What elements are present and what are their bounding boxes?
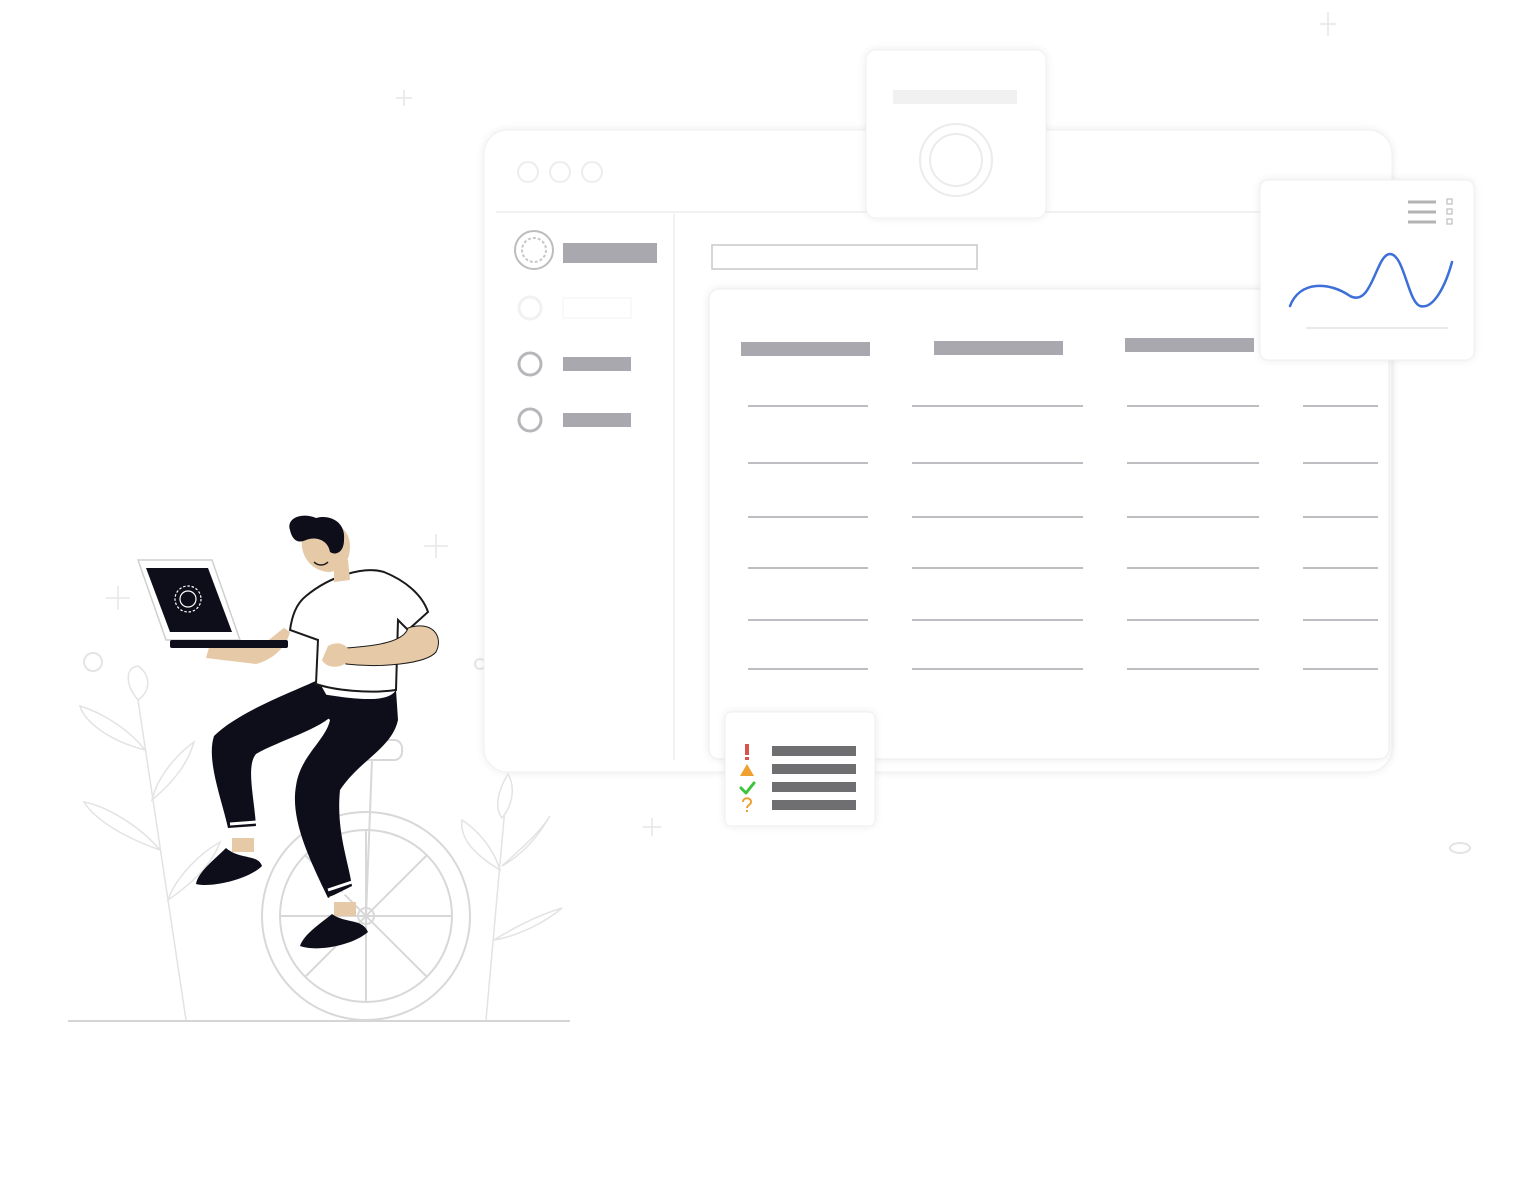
logo-label <box>563 243 657 263</box>
question-mark-icon <box>742 797 753 812</box>
sidebar-item-1[interactable] <box>517 295 632 321</box>
window-dots <box>517 161 603 183</box>
menu-checkbox-icon <box>1446 198 1453 225</box>
shoe-left <box>196 848 262 886</box>
unicycle <box>261 739 471 1021</box>
person <box>196 515 439 949</box>
chart-card <box>1259 179 1475 361</box>
status-lines <box>772 746 856 810</box>
exclamation-icon <box>745 744 749 760</box>
sidebar-item-3[interactable] <box>517 407 631 433</box>
plant-left <box>78 665 222 1021</box>
sidebar-item-label <box>563 357 631 371</box>
table-header <box>741 338 1254 356</box>
circle-icon <box>517 351 543 377</box>
avatar <box>919 123 993 197</box>
circle-icon <box>517 295 543 321</box>
sidebar-item-label <box>563 413 631 427</box>
profile-title <box>893 90 1017 104</box>
logo-icon <box>514 230 554 270</box>
shoe-right <box>300 914 368 949</box>
sidebar-item-2[interactable] <box>517 351 631 377</box>
hair <box>289 515 345 554</box>
column-header <box>934 341 1063 355</box>
column-header <box>741 342 870 356</box>
table-rows <box>748 405 1378 670</box>
list-menu-icon[interactable] <box>1408 200 1436 224</box>
laptop <box>136 559 288 648</box>
logo-icon <box>174 585 202 613</box>
plant-right <box>461 772 563 1021</box>
circle-icon <box>517 407 543 433</box>
checkmark-icon <box>739 781 756 795</box>
column-header <box>1125 338 1254 352</box>
warning-triangle-icon <box>740 764 754 776</box>
search-input[interactable] <box>711 244 978 270</box>
trend-line <box>1288 252 1454 308</box>
sparkle-icon <box>106 12 1336 836</box>
